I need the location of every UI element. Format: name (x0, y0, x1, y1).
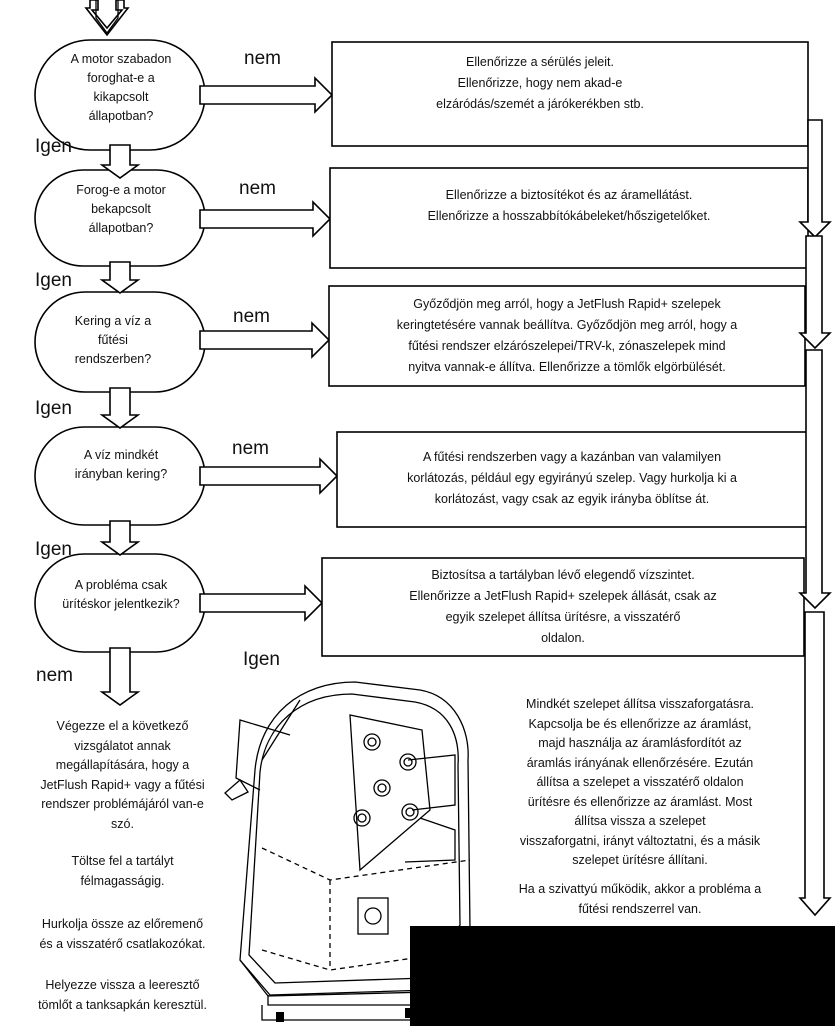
no-label-1: nem (244, 48, 281, 69)
yes-arrow-2 (99, 261, 141, 294)
yes-label-2: Igen (35, 270, 72, 291)
decision-4-text: A víz mindkét irányban kering? (74, 448, 168, 481)
action-1-text: Ellenőrizze a sérülés jeleit. Ellenőrizz… (436, 55, 644, 111)
action-box-4 (336, 431, 808, 528)
left-instruction-3: Hurkolja össze az előremenő és a visszat… (39, 917, 206, 951)
yes-arrow-3 (99, 387, 141, 429)
left-instruction-2: Töltse fel a tartályt félmagasságig. (71, 854, 174, 888)
no-label-2: nem (239, 178, 276, 199)
yes-label-1: Igen (35, 136, 72, 157)
action-5-text: Biztosítsa a tartályban lévő elegendő ví… (409, 568, 717, 645)
return-arrow-3 (798, 349, 832, 610)
action-4-text: A fűtési rendszerben vagy a kazánban van… (407, 450, 737, 506)
no-arrow-down (99, 647, 141, 706)
decision-2-text: Forog-e a motor bekapcsolt állapotban? (76, 183, 166, 235)
no-label-4: nem (232, 438, 269, 459)
yes-label-4: Igen (35, 539, 72, 560)
black-bar (410, 926, 835, 1026)
action-box-5 (321, 557, 805, 657)
right-instruction-1: Mindkét szelepet állítsa visszaforgatásr… (519, 697, 761, 867)
yes-label-3: Igen (35, 398, 72, 419)
yes-arrow-4 (99, 520, 141, 556)
yes-arrow-5 (199, 584, 324, 622)
no-arrow-1 (199, 76, 334, 114)
start-arrow (84, 0, 130, 37)
decision-3-text: Kering a víz a fűtési rendszerben? (74, 314, 152, 366)
return-arrow-2 (798, 235, 832, 350)
no-label-5: nem (36, 665, 73, 686)
no-label-3: nem (233, 306, 270, 327)
action-2-text: Ellenőrizze a biztosítékot és az áramell… (427, 188, 711, 223)
action-3-text: Győződjön meg arról, hogy a JetFlush Rap… (396, 297, 738, 374)
yes-label-5: Igen (243, 649, 280, 670)
no-arrow-3 (199, 321, 331, 359)
decision-5-text: A probléma csak ürítéskor jelentkezik? (62, 578, 180, 611)
return-arrow-4 (798, 611, 832, 917)
no-arrow-2 (199, 200, 332, 238)
left-instruction-4: Helyezze vissza a leeresztő tömlőt a tan… (38, 978, 207, 1012)
no-arrow-4 (199, 457, 339, 495)
left-instruction-1: Végezze el a következő vizsgálatot annak… (40, 719, 205, 831)
decision-1-text: A motor szabadon foroghat-e a kikapcsolt… (70, 52, 172, 123)
right-instruction-2: Ha a szivattyú működik, akkor a probléma… (518, 882, 762, 916)
action-box-3 (328, 285, 806, 387)
action-box-1 (331, 41, 809, 147)
return-arrow-1 (798, 119, 832, 239)
yes-arrow-1 (99, 144, 141, 179)
action-box-2 (329, 167, 809, 269)
